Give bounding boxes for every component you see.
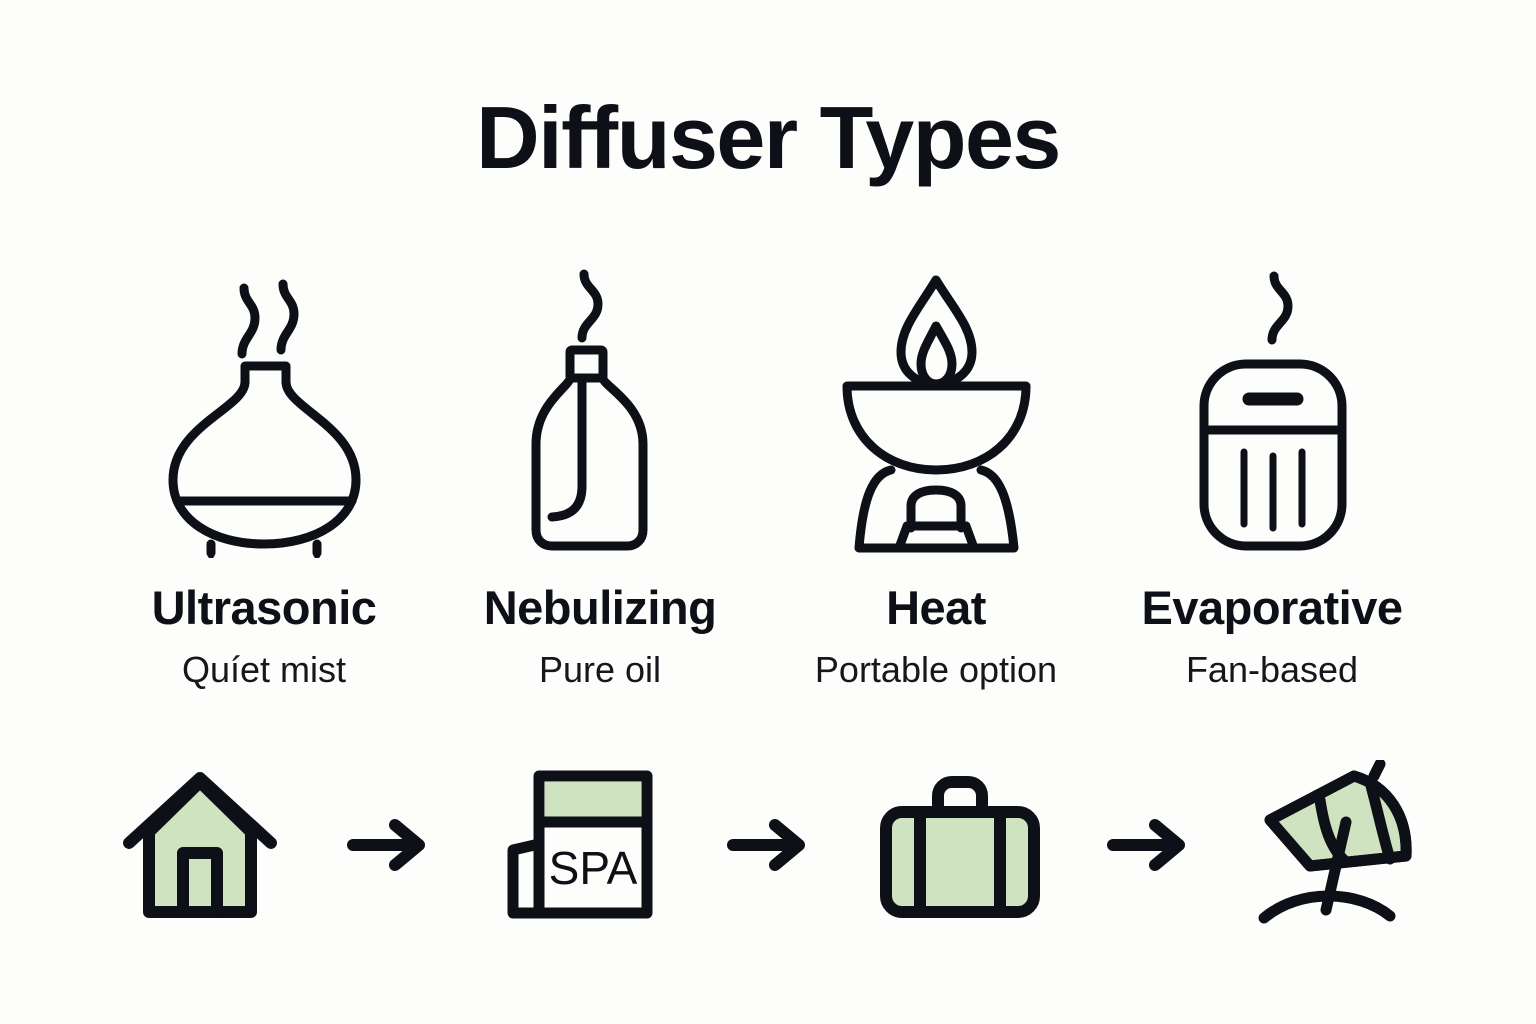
diffuser-types-row: Ultrasonic Quíet mist Nebulizing Pure oi…: [96, 258, 1440, 718]
diffuser-label: Ultrasonic: [151, 581, 377, 634]
suitcase-icon: [870, 755, 1050, 935]
evaporative-fan-unit-icon: [1122, 258, 1422, 558]
beach-umbrella-icon: [1250, 755, 1430, 935]
heat-oil-burner-icon: [786, 258, 1086, 558]
arrow-right-icon: [1095, 795, 1205, 895]
page-title: Diffuser Types: [476, 88, 1061, 187]
arrow-right-icon: [335, 795, 445, 895]
spa-sign-icon: SPA: [490, 755, 670, 935]
diffuser-card-evaporative: Evaporative Fan-based: [1104, 258, 1440, 689]
diffuser-label: Nebulizing: [483, 581, 717, 634]
usage-flow-row: SPA: [110, 752, 1430, 937]
ultrasonic-diffuser-icon: [114, 258, 414, 558]
diffuser-card-nebulizing: Nebulizing Pure oil: [432, 258, 768, 689]
diffuser-label: Heat: [886, 581, 986, 634]
diffuser-caption: Portable option: [814, 648, 1058, 690]
diffuser-caption: Pure oil: [538, 648, 662, 690]
diffuser-card-heat: Heat Portable option: [768, 258, 1104, 689]
arrow-right-icon: [715, 795, 825, 895]
nebulizing-bottle-icon: [450, 258, 750, 558]
diffuser-card-ultrasonic: Ultrasonic Quíet mist: [96, 258, 432, 689]
diffuser-caption: Fan-based: [1185, 648, 1359, 690]
diffuser-caption: Quíet mist: [181, 648, 347, 690]
diffuser-label: Evaporative: [1141, 581, 1403, 634]
house-icon: [110, 755, 290, 935]
spa-sign-text: SPA: [549, 842, 638, 894]
